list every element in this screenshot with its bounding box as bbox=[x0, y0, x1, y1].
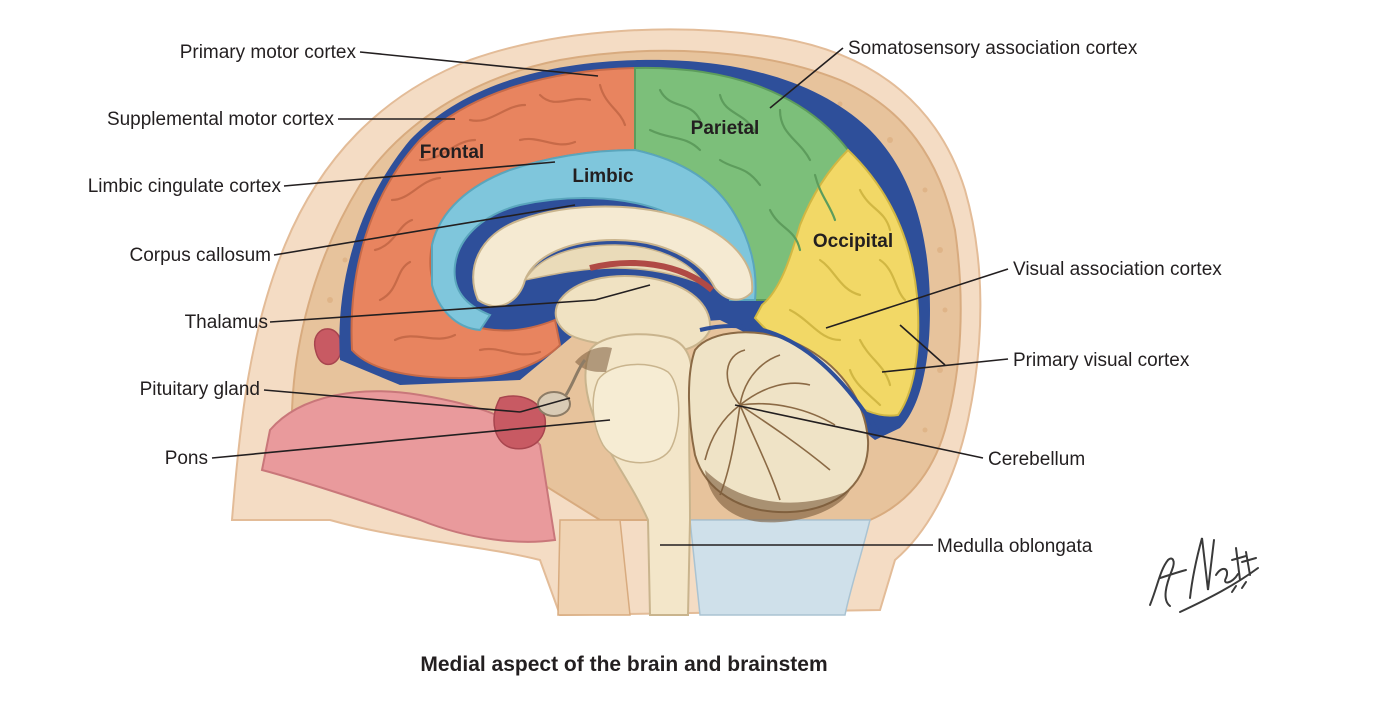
figure-caption: Medial aspect of the brain and brainstem bbox=[420, 653, 827, 676]
neck-tissue bbox=[689, 519, 871, 616]
tentorium bbox=[699, 323, 880, 434]
occipital-gyri bbox=[788, 188, 907, 407]
fornix bbox=[589, 260, 714, 293]
pons-shape bbox=[592, 363, 680, 464]
leader-lines bbox=[211, 47, 1009, 546]
occipital-lobe-label: Occipital bbox=[813, 231, 893, 252]
label-thalamus: Thalamus bbox=[185, 312, 268, 333]
thalamus-shape bbox=[554, 275, 712, 353]
label-visual-association-cortex: Visual association cortex bbox=[1013, 259, 1222, 280]
label-primary-motor-cortex: Primary motor cortex bbox=[180, 42, 357, 63]
netter-signature bbox=[1149, 537, 1259, 613]
pituitary-shape bbox=[537, 391, 571, 417]
label-medulla-oblongata: Medulla oblongata bbox=[937, 536, 1093, 557]
cerebellum-underside bbox=[705, 470, 850, 523]
label-somatosensory-association-cortex: Somatosensory association cortex bbox=[848, 38, 1138, 59]
parietal-lobe-label: Parietal bbox=[691, 118, 760, 139]
cerebellar-folia bbox=[704, 349, 836, 501]
label-supplemental-motor-cortex: Supplemental motor cortex bbox=[107, 109, 335, 130]
midbrain bbox=[575, 347, 612, 372]
pituitary-stalk bbox=[564, 359, 587, 396]
label-pons: Pons bbox=[165, 448, 208, 469]
parietal-gyri bbox=[648, 88, 837, 252]
limbic-lobe-label: Limbic bbox=[572, 166, 634, 187]
nasal-cavity bbox=[260, 390, 557, 543]
label-limbic-cingulate-cortex: Limbic cingulate cortex bbox=[88, 176, 282, 197]
label-pituitary-gland: Pituitary gland bbox=[140, 379, 260, 400]
cervical-spine bbox=[557, 519, 631, 616]
label-cerebellum: Cerebellum bbox=[988, 449, 1085, 470]
corpus-callosum-shape bbox=[472, 205, 754, 307]
cerebral-cortex bbox=[350, 66, 920, 417]
sphenoid-sinus bbox=[313, 328, 342, 366]
frontal-lobe-label: Frontal bbox=[420, 142, 484, 163]
label-primary-visual-cortex: Primary visual cortex bbox=[1013, 350, 1190, 371]
label-corpus-callosum: Corpus callosum bbox=[130, 245, 272, 266]
